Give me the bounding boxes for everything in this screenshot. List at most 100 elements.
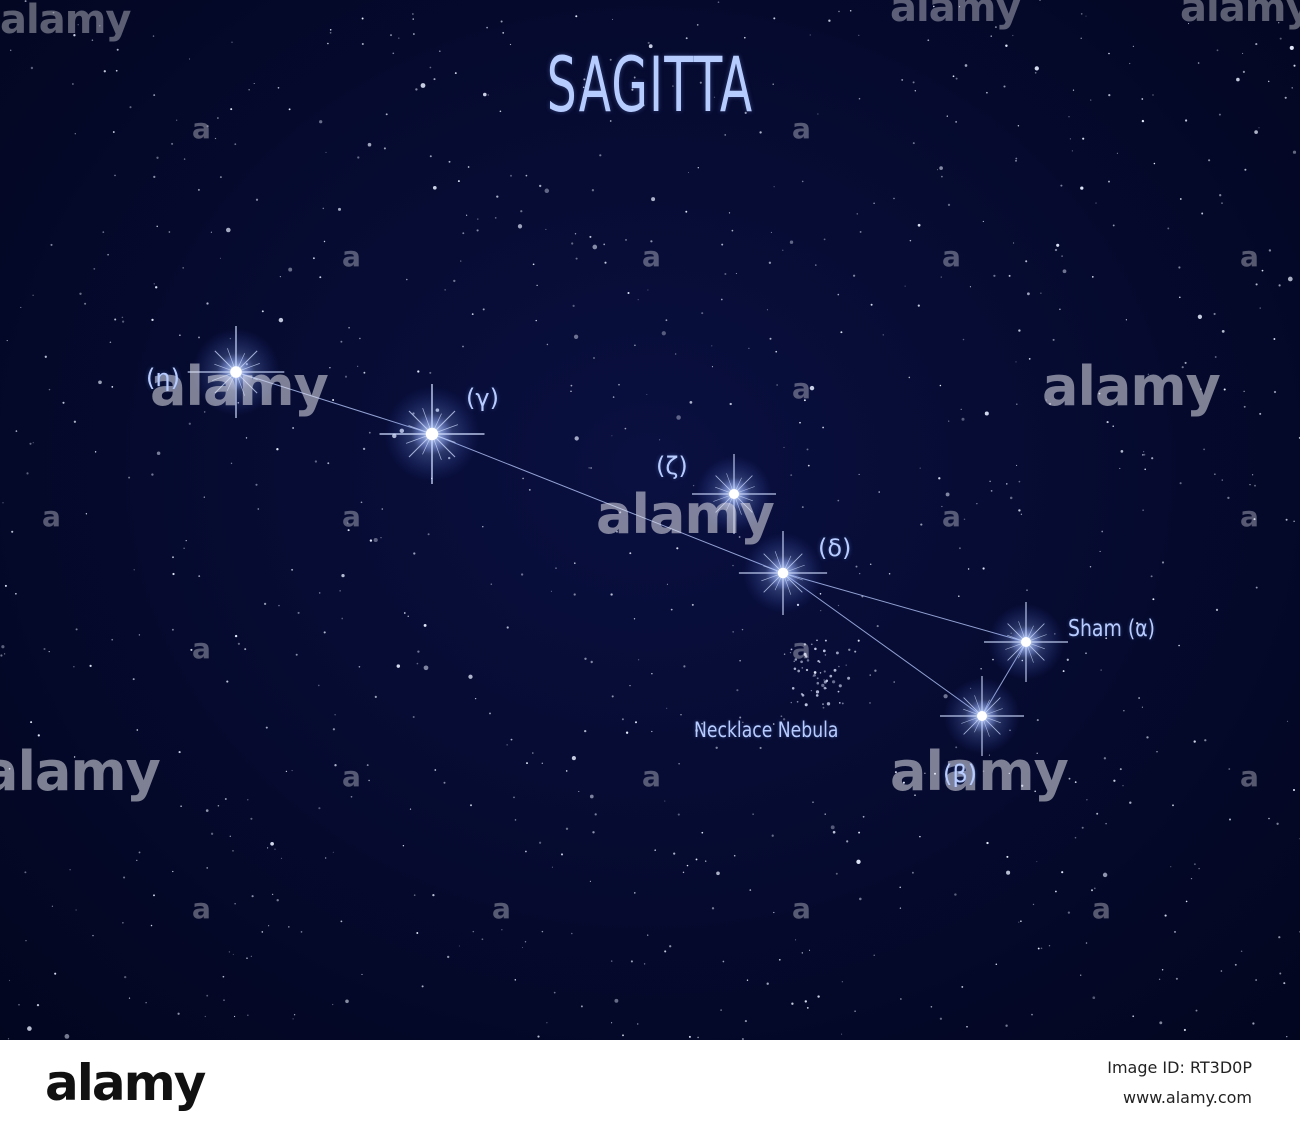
- background-star: [448, 160, 451, 163]
- background-star: [1103, 757, 1107, 760]
- background-star: [1101, 530, 1104, 533]
- background-star: [912, 81, 915, 84]
- background-star: [52, 11, 55, 14]
- star-label-gamma: (γ): [466, 384, 499, 412]
- background-star: [669, 945, 672, 948]
- star-label-alpha: Sham (α): [1068, 616, 1156, 642]
- background-star: [1181, 366, 1184, 369]
- background-star: [634, 721, 638, 724]
- background-star: [536, 284, 538, 286]
- background-star: [963, 518, 966, 521]
- background-star: [1219, 194, 1222, 197]
- background-star: [941, 175, 943, 178]
- background-star: [231, 41, 233, 43]
- background-star: [327, 462, 330, 465]
- background-star: [574, 562, 576, 564]
- background-star: [686, 864, 689, 867]
- background-star: [73, 34, 76, 37]
- nebula-dot: [823, 686, 827, 690]
- background-star: [314, 460, 318, 463]
- background-star: [720, 1009, 722, 1011]
- background-star: [1178, 644, 1180, 647]
- background-star: [594, 813, 597, 816]
- background-star: [1291, 87, 1293, 89]
- background-star: [629, 684, 631, 687]
- background-star: [1018, 921, 1020, 923]
- background-star: [601, 92, 604, 95]
- background-star: [633, 76, 636, 79]
- background-star: [416, 662, 419, 665]
- background-star: [550, 590, 552, 592]
- background-star: [1136, 622, 1139, 625]
- background-star: [1021, 784, 1024, 787]
- background-star: [423, 665, 429, 671]
- background-star: [697, 1036, 699, 1039]
- background-star: [589, 235, 592, 238]
- necklace-nebula-dots: [789, 639, 851, 707]
- background-star: [1062, 269, 1067, 274]
- background-star: [1141, 706, 1143, 708]
- background-star: [1184, 361, 1187, 364]
- background-star: [962, 338, 965, 341]
- background-star: [1273, 338, 1276, 340]
- background-star: [285, 770, 288, 773]
- background-star: [123, 876, 126, 879]
- background-star: [1034, 66, 1039, 71]
- background-star: [447, 955, 450, 959]
- background-star: [276, 899, 279, 902]
- background-star: [48, 388, 51, 391]
- background-star: [128, 476, 131, 479]
- background-star: [1158, 978, 1161, 981]
- background-star: [599, 154, 602, 157]
- background-star: [27, 1026, 32, 1031]
- background-star: [467, 166, 470, 168]
- background-star: [801, 506, 804, 509]
- background-star: [107, 253, 109, 256]
- background-star: [432, 893, 435, 897]
- background-star: [696, 24, 699, 26]
- background-star: [1152, 94, 1154, 96]
- background-star: [1151, 457, 1154, 460]
- background-star: [385, 113, 388, 116]
- background-star: [25, 940, 27, 942]
- background-star: [618, 383, 620, 386]
- background-star: [780, 715, 783, 718]
- background-star: [1170, 866, 1172, 868]
- background-star: [1066, 658, 1069, 661]
- background-star: [610, 593, 613, 596]
- background-star: [203, 411, 206, 413]
- background-star: [417, 650, 420, 653]
- background-star: [380, 537, 382, 539]
- background-star: [357, 365, 359, 367]
- background-star: [909, 239, 912, 242]
- background-star: [1085, 652, 1087, 655]
- nebula-dot: [826, 702, 831, 706]
- nebula-dot: [804, 703, 808, 707]
- background-star: [526, 762, 528, 765]
- background-star: [743, 36, 746, 39]
- background-star: [1216, 49, 1219, 52]
- background-star: [1017, 125, 1020, 127]
- nebula-dot: [831, 680, 836, 684]
- background-star: [539, 184, 542, 188]
- background-star: [204, 1015, 206, 1018]
- background-star: [939, 1017, 943, 1020]
- background-star: [1279, 972, 1282, 975]
- background-star: [8, 767, 11, 770]
- background-star: [859, 573, 861, 575]
- background-star: [255, 198, 259, 201]
- background-star: [1006, 870, 1011, 875]
- background-star: [738, 536, 741, 538]
- background-star: [637, 659, 640, 661]
- background-star: [1208, 159, 1211, 162]
- background-star: [697, 167, 699, 169]
- watermark-letter: a: [192, 632, 211, 665]
- background-star: [1056, 243, 1060, 247]
- nebula-dot: [803, 643, 807, 646]
- background-star: [1244, 168, 1247, 171]
- background-star: [403, 612, 406, 614]
- background-star: [398, 37, 400, 39]
- background-star: [476, 229, 479, 232]
- background-star: [232, 850, 234, 852]
- background-star: [226, 680, 229, 683]
